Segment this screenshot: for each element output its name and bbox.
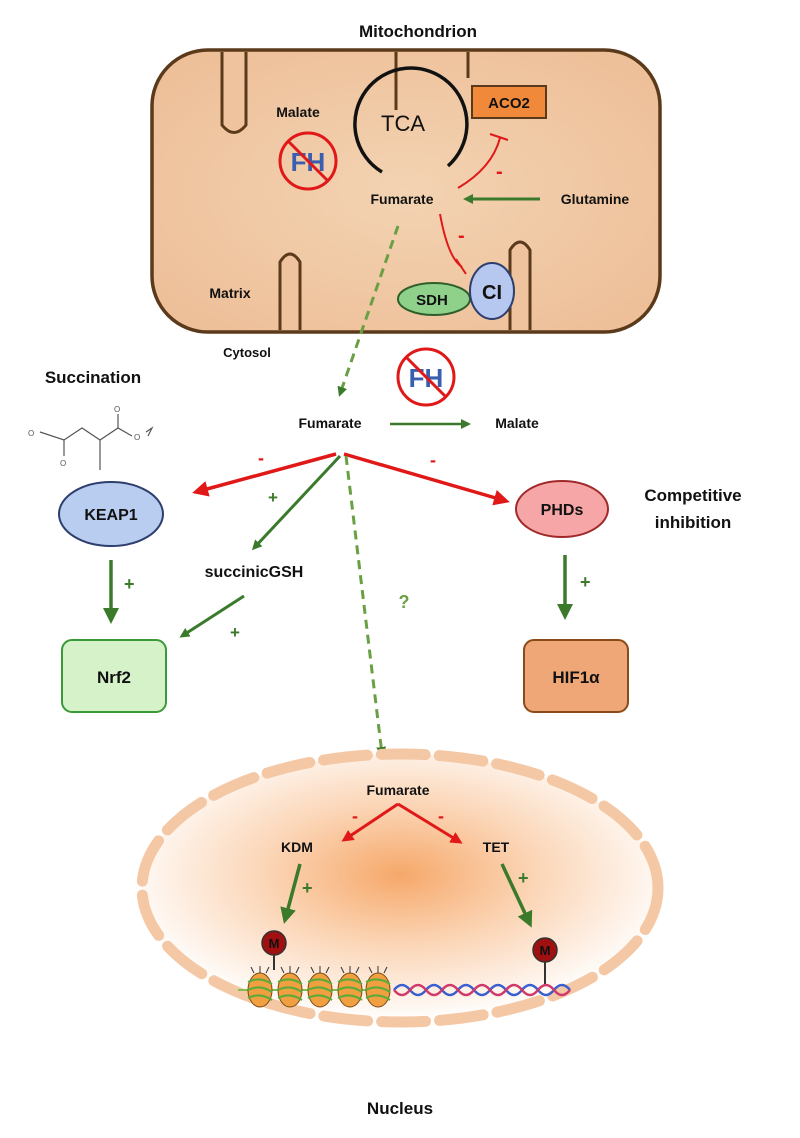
aco2-label: ACO2 (488, 95, 530, 112)
aco2-box (471, 85, 547, 119)
tet-label: TET (483, 839, 510, 855)
minus-sign: - (438, 806, 444, 826)
fumarate-inhibits-phds (343, 452, 510, 506)
mito-malate-label: Malate (276, 104, 320, 120)
dna-helix (393, 983, 571, 997)
fumarate-inhibits-aco2 (457, 137, 501, 189)
question-mark: ? (399, 592, 410, 612)
succinicgsh-to-nrf2-arrow (179, 594, 245, 638)
hif1a-node (523, 639, 629, 713)
matrix-label: Matrix (209, 285, 250, 301)
svg-text:O: O (114, 405, 120, 414)
ci-label: CI (482, 282, 502, 304)
crista (278, 252, 302, 330)
fumarate-to-nucleus-arrow (344, 455, 387, 757)
mitochondrion-title: Mitochondrion (359, 22, 477, 41)
crista (220, 52, 248, 134)
succination-label: Succination (45, 368, 141, 387)
cytosol-label: Cytosol (223, 345, 271, 360)
cytosol-malate-label: Malate (495, 415, 539, 431)
succinated-structure-icon: O O O O (28, 405, 154, 470)
competitive-label: Competitive (644, 486, 741, 505)
nuclear-envelope (136, 748, 664, 1028)
plus-sign: + (230, 623, 240, 642)
glutamine-label: Glutamine (561, 191, 630, 207)
svg-text:M: M (269, 936, 280, 951)
tca-cycle-arc (353, 66, 469, 174)
plus-sign: + (302, 878, 313, 898)
fumarate-inhibits-tet (397, 802, 463, 844)
nucleosome (247, 966, 273, 1008)
phds-node (515, 480, 609, 538)
plus-sign: + (580, 572, 591, 592)
nucleosome (365, 966, 391, 1008)
svg-text:O: O (60, 459, 66, 468)
histone-methyl-mark: M (261, 930, 287, 970)
plus-sign: + (124, 574, 135, 594)
nucleosome (277, 966, 303, 1008)
fumarate-inhibits-kdm (341, 802, 399, 842)
nrf2-label: Nrf2 (97, 668, 131, 687)
fumarate-to-succinicgsh (251, 454, 342, 551)
sdh-label: SDH (416, 292, 448, 309)
phds-label: PHDs (541, 502, 584, 519)
mitochondrion (150, 48, 662, 334)
plus-sign: + (518, 868, 529, 888)
nucleosome-array (238, 966, 391, 1008)
minus-sign: - (496, 161, 503, 183)
svg-text:O: O (28, 429, 34, 438)
nucleosome (337, 966, 363, 1008)
succinicgsh-label: succinicGSH (205, 564, 304, 581)
dna-methyl-mark: M (532, 937, 558, 984)
fh-crossed-icon: FH (278, 131, 338, 191)
minus-sign: - (258, 448, 264, 468)
cytosol-fumarate-label: Fumarate (298, 415, 361, 431)
minus-sign: - (352, 806, 358, 826)
svg-text:M: M (540, 943, 551, 958)
fumarate-inhibits-keap1 (192, 452, 337, 497)
tet-to-dna-arrow (500, 863, 533, 928)
hif1a-label: HIF1α (552, 668, 600, 687)
keap1-node (58, 481, 164, 547)
nucleus-title: Nucleus (367, 1099, 433, 1118)
fh-crossed-icon: FH (396, 347, 456, 407)
plus-sign: + (268, 488, 278, 507)
kdm-to-histone-arrow (280, 863, 302, 924)
mito-fumarate-label: Fumarate (370, 191, 433, 207)
kdm-label: KDM (281, 839, 313, 855)
svg-text:O: O (134, 433, 140, 442)
keap1-label: KEAP1 (84, 507, 137, 524)
ci-complex (469, 262, 515, 320)
nucleosome (307, 966, 333, 1008)
minus-sign: - (430, 450, 436, 470)
nucleus-fumarate-label: Fumarate (366, 782, 429, 798)
inhibition-label: inhibition (655, 513, 731, 532)
crista (508, 240, 532, 330)
tca-label: TCA (381, 111, 425, 136)
nrf2-node (61, 639, 167, 713)
minus-sign: - (458, 225, 465, 247)
